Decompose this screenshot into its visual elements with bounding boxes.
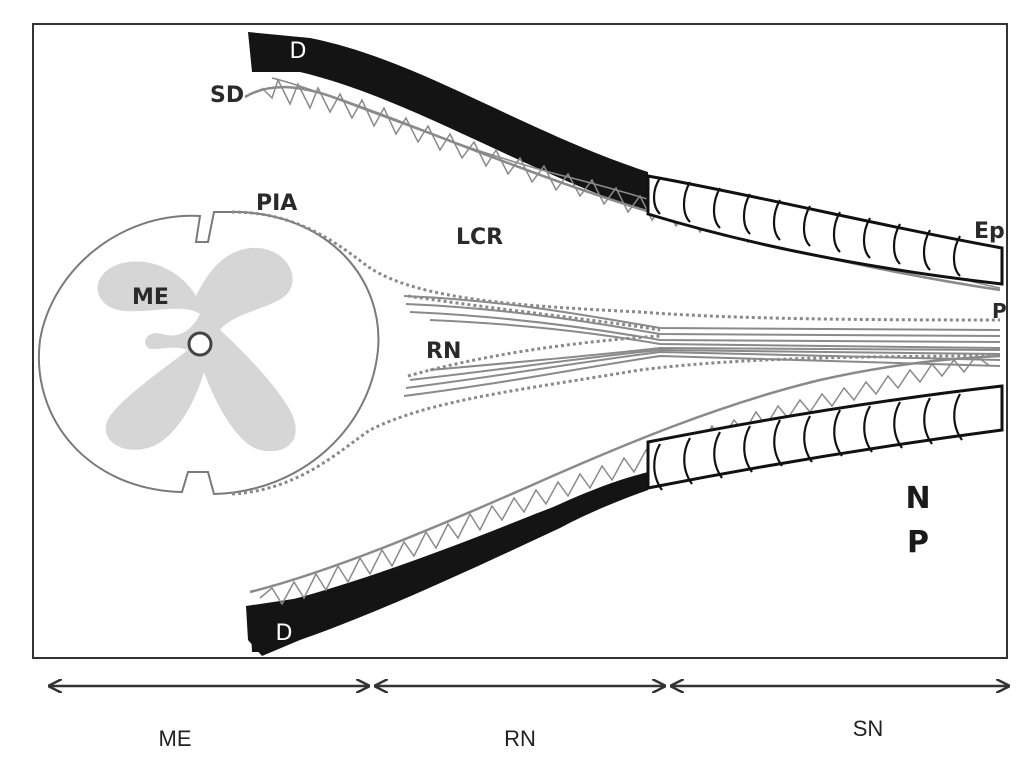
pia-mater	[231, 210, 1001, 322]
epineurium-tube-top	[646, 174, 1004, 286]
region-label-me: ME	[159, 726, 192, 751]
nerve-root-pia-top	[407, 294, 661, 332]
label-np-p: P	[907, 525, 929, 560]
arachnoid-zigzag-bottom	[259, 354, 991, 606]
pia-mater-bottom	[231, 354, 1001, 496]
label-perineurium: P	[992, 299, 1007, 323]
epineurium-tube-bottom	[646, 384, 1004, 490]
label-csf: LCR	[456, 225, 503, 250]
dura-top	[248, 32, 648, 212]
label-epineurium: Ep	[974, 219, 1005, 244]
epineurium-rings-bottom	[653, 393, 963, 491]
region-label-rn: RN	[504, 726, 536, 751]
dura-bottom-fill	[246, 472, 648, 656]
epineurium-rings-top	[652, 177, 961, 277]
nerve-root-fibers	[403, 295, 1001, 397]
label-dura-top: D	[290, 39, 307, 64]
label-spinal-cord: ME	[132, 285, 169, 310]
label-subdural: SD	[210, 83, 244, 108]
label-pia: PIA	[256, 191, 297, 216]
label-dura-bottom: D	[276, 621, 293, 646]
nerve-root-pia-bottom	[407, 334, 661, 378]
region-label-sn: SN	[853, 716, 884, 741]
label-nerve-roots: RN	[426, 339, 461, 364]
central-canal	[187, 331, 213, 357]
label-np-n: N	[905, 481, 930, 516]
